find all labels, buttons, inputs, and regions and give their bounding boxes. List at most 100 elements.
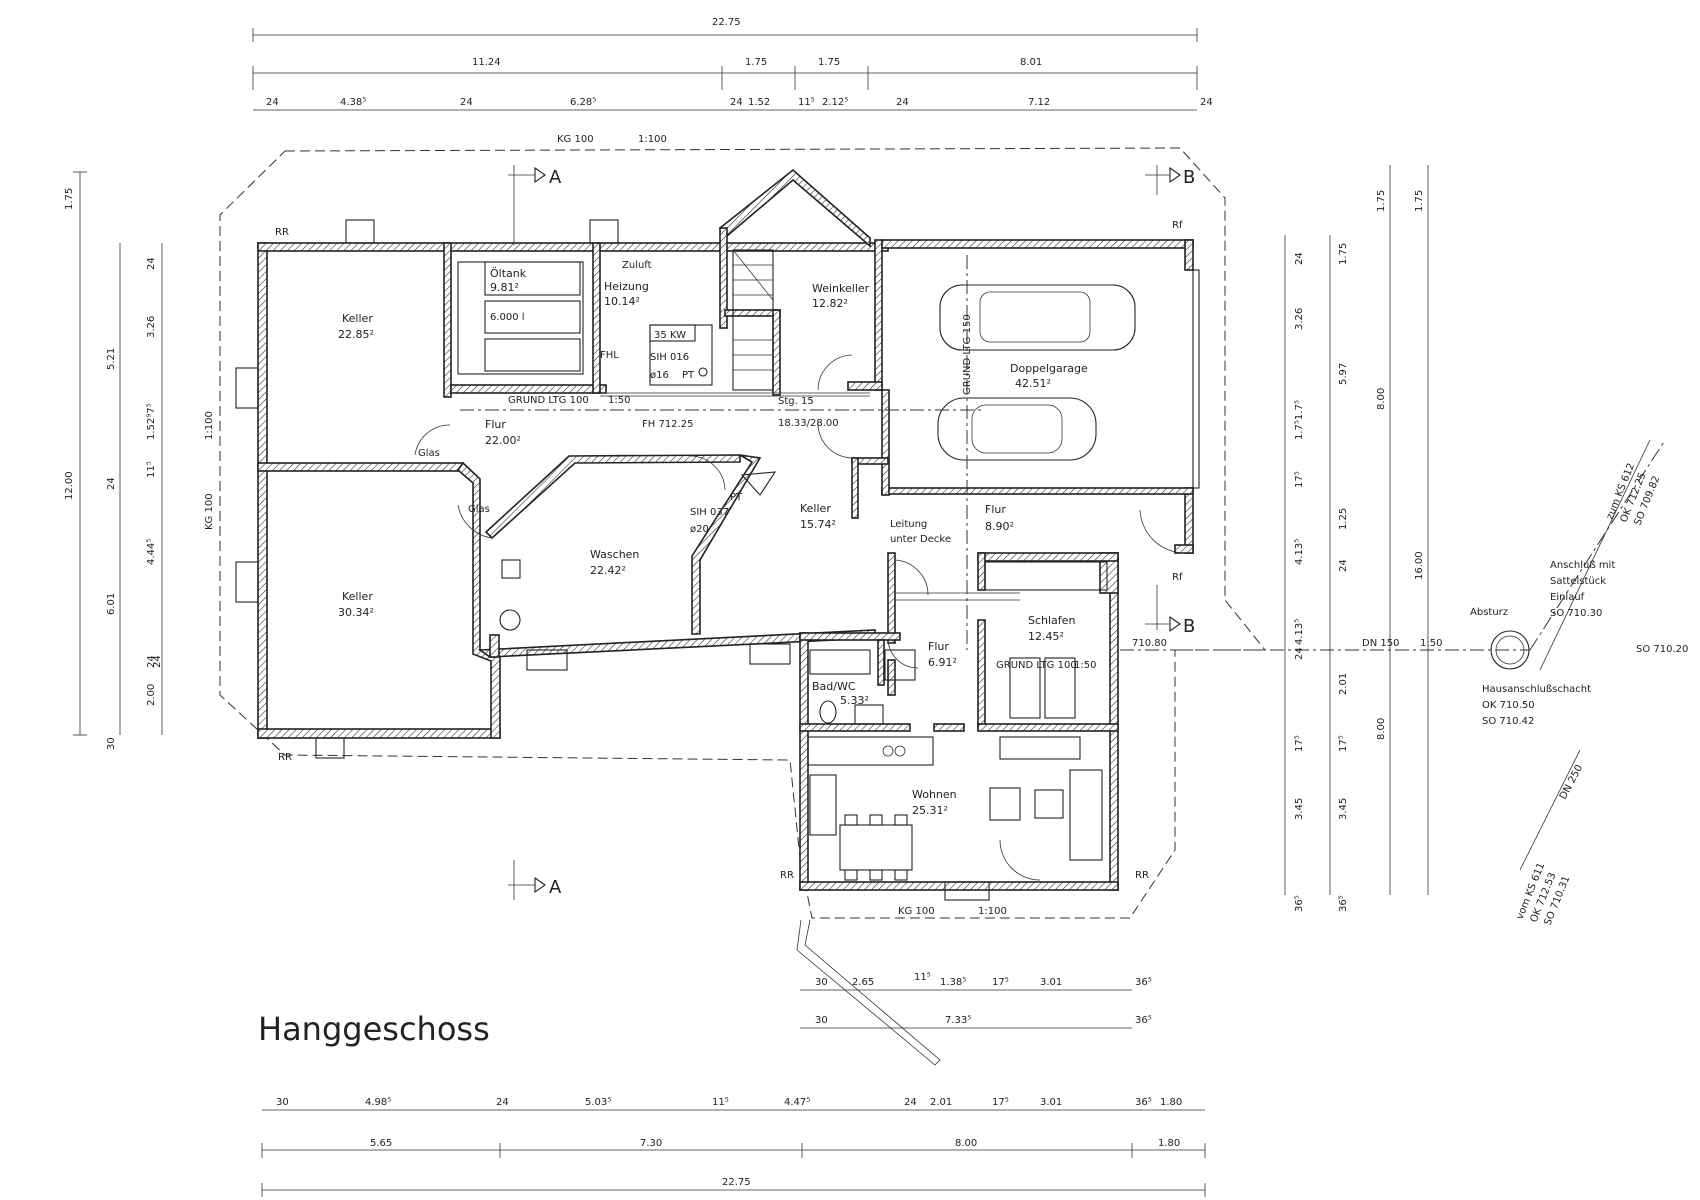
glas-label: Glas <box>468 504 490 515</box>
kg-label: KG 100 <box>557 134 594 145</box>
dim-text: 4.47⁵ <box>784 1097 810 1108</box>
room-name: Waschen <box>590 548 639 561</box>
dim-text: 5.65 <box>370 1138 392 1149</box>
dim-text: 1.80 <box>1158 1138 1180 1149</box>
dim-text: 8.00 <box>1376 388 1387 410</box>
dim-text: 7.30 <box>640 1138 662 1149</box>
rr-label: RR <box>1135 870 1149 881</box>
kg-label: KG 100 <box>204 493 215 530</box>
dim-text: 3.26 <box>1294 308 1305 330</box>
dim-text: 2.01 <box>930 1097 952 1108</box>
sih037-label: SIH 037 <box>690 507 729 518</box>
dim-text: 4.38⁵ <box>340 97 366 108</box>
stg-label: Stg. 15 <box>778 396 814 407</box>
dn250-label: DN 250 <box>1558 763 1585 801</box>
pt-label: PT <box>730 492 743 503</box>
dim-text: 2.00 <box>146 684 157 706</box>
room-name: Keller <box>342 590 373 603</box>
dim-text: 1.25 <box>1338 508 1349 530</box>
dim-text: 1.75 <box>1376 190 1387 212</box>
room-area: 5.33² <box>840 694 869 707</box>
dim-text: 24 <box>106 477 117 490</box>
section-markers <box>508 165 1181 900</box>
dimension-lines <box>73 28 1429 1197</box>
dim-text: 1.80 <box>1160 1097 1182 1108</box>
interior-details <box>414 249 1186 881</box>
dim-text: 24 <box>460 97 473 108</box>
rr-label: RR <box>278 752 292 763</box>
section-a-label: A <box>549 167 562 188</box>
room-area: 42.51² <box>1015 377 1051 390</box>
dim-text: 36⁵ <box>1135 977 1152 988</box>
room-area: 8.90² <box>985 520 1014 533</box>
room-area: 22.85² <box>338 328 374 341</box>
dim-text: 3.01 <box>1040 1097 1062 1108</box>
room-name: Doppelgarage <box>1010 362 1088 375</box>
dim-text: 6.01 <box>106 593 117 615</box>
dim-text: 2.12⁵ <box>822 97 848 108</box>
dim-text: 24 <box>904 1097 917 1108</box>
room-area: 6.91² <box>928 656 957 669</box>
stg-ratio-label: 18.33/28.00 <box>778 418 839 429</box>
room-name: Schlafen <box>1028 614 1075 627</box>
glas-label: Glas <box>418 448 440 459</box>
room-area: 15.74² <box>800 518 836 531</box>
dim-text: 30 <box>815 1015 828 1026</box>
dim-text: 24 <box>730 97 743 108</box>
absturz-label: Absturz <box>1470 607 1508 618</box>
room-area: 12.82² <box>812 297 848 310</box>
dim-text: 24 <box>1294 647 1305 660</box>
dim-text: 7.12 <box>1028 97 1050 108</box>
dim-text: 11⁵ <box>914 972 931 983</box>
dim-text: 1.7⁵1.7⁵ <box>1294 400 1305 440</box>
dim-text: 36⁵ <box>1135 1015 1152 1026</box>
dim-text: 17⁵ <box>1338 735 1349 752</box>
scale-label: 1:50 <box>608 395 630 406</box>
room-name: Flur <box>985 503 1006 516</box>
dim-text: 16.00 <box>1414 551 1425 580</box>
hausanschluss-label: SO 710.42 <box>1482 716 1534 727</box>
room-area: 10.14² <box>604 295 640 308</box>
section-a-label: A <box>549 877 562 898</box>
dim-text: 17⁵ <box>1294 735 1305 752</box>
dim-text: 36⁵ <box>1294 895 1305 912</box>
so-label: SO 710.20 <box>1636 644 1688 655</box>
dim-text: 5.03⁵ <box>585 1097 611 1108</box>
pt-label: PT <box>682 370 695 381</box>
dim-text: 2.01 <box>1338 673 1349 695</box>
dim-text: 24 <box>146 655 157 668</box>
dim-text: 3.45 <box>1294 798 1305 820</box>
dim-text: 24 <box>152 655 163 668</box>
zuluft-label: Zuluft <box>622 260 652 271</box>
section-b-label: B <box>1183 616 1195 637</box>
dim-text: 7.33⁵ <box>945 1015 971 1026</box>
rf-label: Rf <box>1172 220 1183 231</box>
dim-text: 11⁵ <box>798 97 815 108</box>
dim-text: 24 <box>1294 252 1305 265</box>
dim-text: 4.13⁵ <box>1294 619 1305 645</box>
room-labels: Keller 22.85² Keller 30.34² Öltank 9.81²… <box>338 267 1088 817</box>
level-label: 710.80 <box>1132 638 1167 649</box>
dim-text: 2.65 <box>852 977 874 988</box>
dim-text: 24 <box>266 97 279 108</box>
dim-text: 3.45 <box>1338 798 1349 820</box>
car-top-icon <box>939 284 1136 351</box>
grund-ltg-150-label: GRUND LTG 150 <box>962 314 973 395</box>
anschluss-label: Sattelstück <box>1550 576 1606 587</box>
dn150-label: DN 150 <box>1362 638 1399 649</box>
rr-label: RR <box>275 227 289 238</box>
dim-text: 1.75 <box>1414 190 1425 212</box>
fhl-label: FHL <box>600 350 619 361</box>
room-area: 9.81² <box>490 281 519 294</box>
room-name: Flur <box>928 640 949 653</box>
manhole-icon <box>1490 630 1530 670</box>
grund-ltg-label: GRUND LTG 100 <box>508 395 589 406</box>
dim-text: 30 <box>106 737 117 750</box>
dim-text: 24 <box>896 97 909 108</box>
dim-text: 3.26 <box>146 316 157 338</box>
dim-text: 36⁵ <box>1338 895 1349 912</box>
dim-text: 11⁵ <box>146 461 157 478</box>
dim-text: 5.97 <box>1338 363 1349 385</box>
d20-label: ø20 <box>690 524 709 535</box>
